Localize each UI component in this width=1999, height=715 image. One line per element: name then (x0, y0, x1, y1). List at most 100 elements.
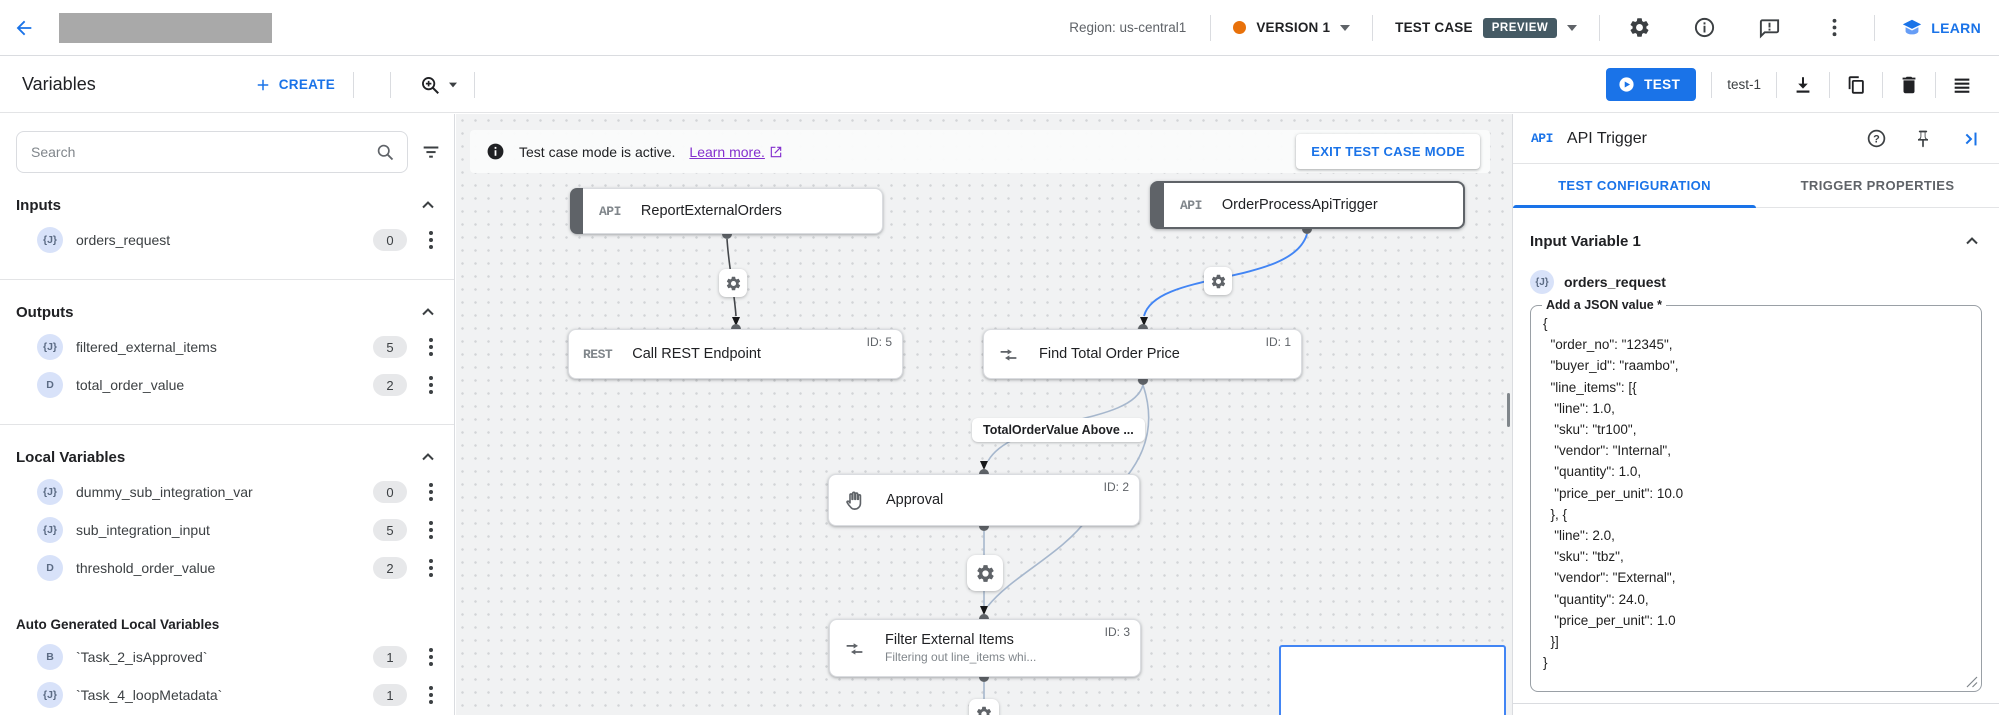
section-header-local-variables[interactable]: Local Variables (16, 447, 438, 467)
edge-gear-icon[interactable] (719, 269, 747, 297)
panel-body: Input Variable 1 {J} orders_request Add … (1513, 208, 1999, 692)
node-subtitle: Filtering out line_items whi... (885, 649, 1037, 664)
node-label: Find Total Order Price (1039, 346, 1180, 362)
help-icon[interactable] (1866, 128, 1887, 149)
feedback-icon[interactable] (1758, 16, 1781, 39)
top-bar-right: Region: us-central1 VERSION 1 TEST CASE … (1069, 14, 1999, 41)
top-bar-left (0, 12, 272, 43)
copy-icon[interactable] (1845, 74, 1867, 96)
json-type-icon: {J} (1530, 270, 1554, 294)
variable-name: dummy_sub_integration_var (76, 484, 253, 500)
test-button[interactable]: TEST (1606, 68, 1697, 101)
divider (1372, 14, 1374, 41)
pin-icon[interactable] (1913, 129, 1933, 149)
more-vert-icon[interactable] (420, 686, 442, 704)
chevron-up-icon[interactable] (418, 195, 438, 215)
node-order-process-api-trigger[interactable]: API OrderProcessApiTrigger (1150, 181, 1465, 229)
section-title: Local Variables (16, 448, 126, 466)
tab-trigger-properties[interactable]: TRIGGER PROPERTIES (1800, 178, 1955, 193)
panel-header: API API Trigger (1513, 114, 1999, 164)
delete-icon[interactable] (1898, 74, 1920, 96)
chevron-down-icon (1340, 24, 1351, 31)
more-vert-icon[interactable] (420, 648, 442, 666)
node-label: Filter External Items (885, 631, 1014, 648)
variable-name: orders_request (76, 232, 171, 248)
integration-canvas[interactable]: Test case mode is active. Learn more. EX… (456, 114, 1512, 715)
section-title: Outputs (16, 303, 74, 321)
chevron-up-icon[interactable] (418, 447, 438, 467)
download-icon[interactable] (1792, 74, 1814, 96)
collapse-panel-right-icon[interactable] (1959, 128, 1981, 150)
settings-gear-icon[interactable] (1628, 16, 1651, 39)
canvas-scrollbar-thumb[interactable] (1507, 393, 1510, 427)
data-mapping-icon (844, 638, 865, 659)
info-icon[interactable] (1693, 16, 1716, 39)
zoom-control[interactable] (419, 74, 458, 96)
create-label: CREATE (278, 77, 336, 92)
tab-test-configuration[interactable]: TEST CONFIGURATION (1513, 164, 1756, 208)
json-type-icon: {J} (37, 682, 63, 708)
more-vert-icon[interactable] (420, 521, 442, 539)
node-approval[interactable]: Approval ID: 2 (828, 474, 1140, 526)
section-header-outputs[interactable]: Outputs (16, 302, 438, 322)
divider (1829, 71, 1830, 98)
divider (474, 71, 476, 98)
variable-row-filtered-external-items[interactable]: {J} filtered_external_items 5 (37, 334, 442, 360)
toolbar: Variables CREATE TEST test-1 (0, 57, 1999, 113)
variable-row-orders-request[interactable]: {J} orders_request 0 (37, 227, 442, 253)
variable-row-threshold-order-value[interactable]: D threshold_order_value 2 (37, 555, 442, 581)
learn-button[interactable]: LEARN (1901, 17, 1981, 39)
back-icon[interactable] (13, 17, 35, 39)
zoom-in-icon (419, 74, 441, 96)
top-bar: Region: us-central1 VERSION 1 TEST CASE … (0, 0, 1999, 56)
edge-condition-label[interactable]: TotalOrderValue Above ... (972, 418, 1145, 442)
data-mapping-icon (998, 344, 1019, 365)
node-filter-external-items[interactable]: Filter External Items Filtering out line… (829, 619, 1141, 677)
version-selector[interactable]: VERSION 1 (1233, 20, 1351, 35)
exit-test-case-mode-button[interactable]: EXIT TEST CASE MODE (1296, 134, 1480, 169)
variable-name: `Task_2_isApproved` (76, 649, 208, 665)
search-box (16, 131, 408, 173)
test-case-selector[interactable]: TEST CASE PREVIEW (1395, 17, 1578, 38)
node-report-external-orders[interactable]: API ReportExternalOrders (570, 188, 883, 234)
more-vert-icon[interactable] (1823, 16, 1846, 39)
variable-row-task4-loopmetadata[interactable]: {J} `Task_4_loopMetadata` 1 (37, 682, 442, 708)
edge-gear-icon[interactable] (1204, 267, 1232, 295)
test-mode-banner: Test case mode is active. Learn more. EX… (470, 130, 1490, 173)
divider (1935, 71, 1936, 98)
more-vert-icon[interactable] (420, 483, 442, 501)
variable-row-task2-isapproved[interactable]: B `Task_2_isApproved` 1 (37, 644, 442, 670)
more-vert-icon[interactable] (420, 376, 442, 394)
chevron-up-icon[interactable] (1962, 231, 1982, 251)
partial-node[interactable] (1279, 645, 1506, 715)
learn-more-link[interactable]: Learn more. (689, 144, 782, 160)
resize-handle-icon[interactable] (1966, 676, 1978, 688)
more-vert-icon[interactable] (420, 559, 442, 577)
node-call-rest-endpoint[interactable]: REST Call REST Endpoint ID: 5 (568, 329, 903, 379)
section-header-inputs[interactable]: Inputs (16, 195, 438, 215)
input-variable-section: Input Variable 1 (1530, 231, 1982, 251)
edge-gear-icon[interactable] (967, 555, 1003, 591)
divider (1210, 14, 1212, 41)
usage-count-badge: 1 (373, 646, 407, 668)
node-find-total-order-price[interactable]: Find Total Order Price ID: 1 (983, 329, 1302, 379)
search-input[interactable] (29, 143, 375, 161)
chevron-up-icon[interactable] (418, 302, 438, 322)
json-field-label: Add a JSON value * (1546, 298, 1663, 312)
variable-row-total-order-value[interactable]: D total_order_value 2 (37, 372, 442, 398)
json-value-input[interactable]: { "order_no": "12345", "buyer_id": "raam… (1543, 316, 1684, 671)
test-case-name[interactable]: test-1 (1727, 77, 1761, 92)
usage-count-badge: 1 (373, 684, 407, 706)
more-vert-icon[interactable] (420, 231, 442, 249)
play-circle-icon (1618, 76, 1635, 93)
create-variable-button[interactable]: CREATE (254, 76, 335, 94)
dense-menu-icon[interactable] (1951, 74, 1973, 96)
variable-row-sub-integration-input[interactable]: {J} sub_integration_input 5 (37, 517, 442, 543)
more-vert-icon[interactable] (420, 338, 442, 356)
edge-gear-icon[interactable] (969, 699, 999, 715)
variable-row-dummy-sub-integration-var[interactable]: {J} dummy_sub_integration_var 0 (37, 479, 442, 505)
usage-count-badge: 0 (373, 481, 407, 503)
filter-list-icon[interactable] (420, 141, 442, 163)
panel-tabs: TEST CONFIGURATION TRIGGER PROPERTIES (1513, 164, 1999, 208)
